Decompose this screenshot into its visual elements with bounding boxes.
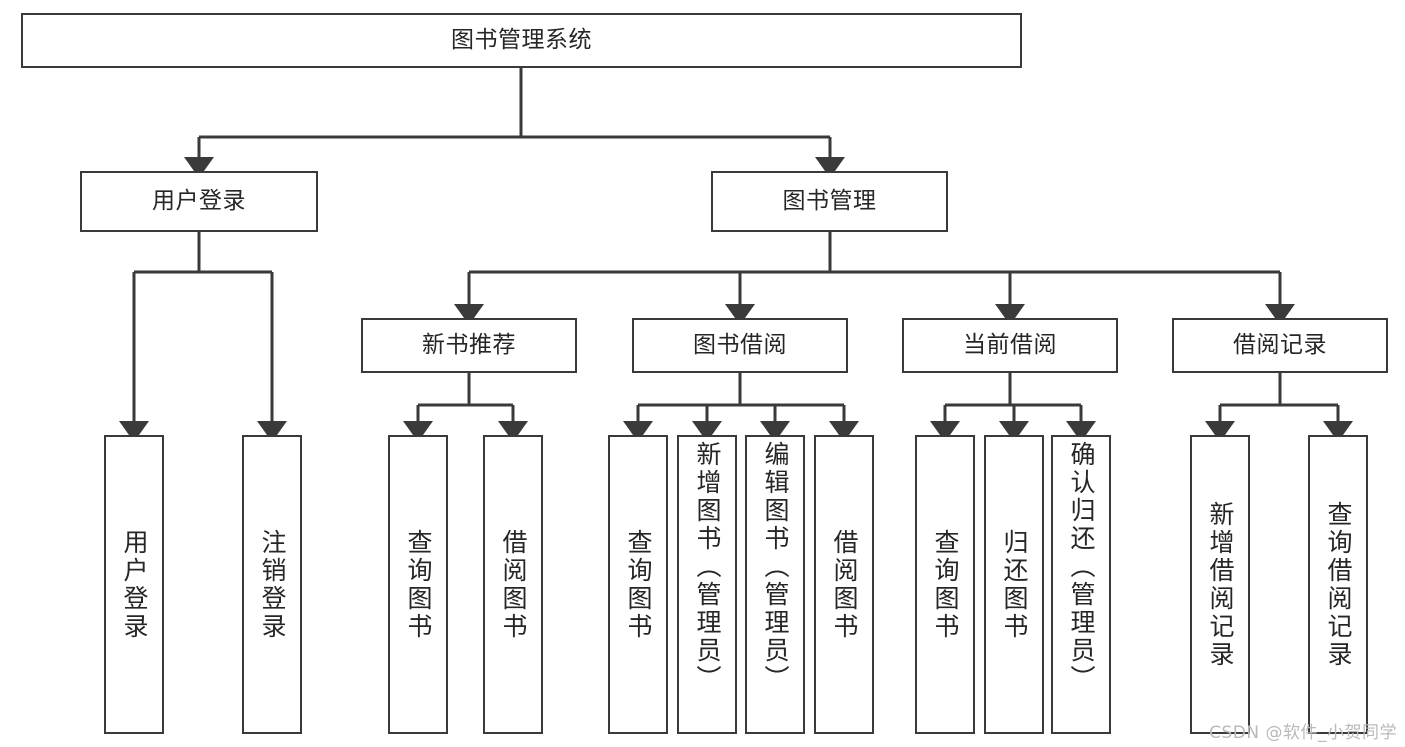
node-leaf-query-book-1[interactable]: 查询图书: [388, 435, 448, 734]
node-leaf-user-login-label: 用户登录: [120, 528, 149, 641]
node-leaf-borrow-book-2-label: 借阅图书: [830, 528, 859, 641]
watermark: CSDN @软件_小贺同学: [1209, 723, 1397, 743]
node-root[interactable]: 图书管理系统: [21, 13, 1022, 68]
node-user-login[interactable]: 用户登录: [80, 171, 318, 232]
node-leaf-add-book[interactable]: 新增图书（管理员）: [677, 435, 737, 734]
node-leaf-confirm-return[interactable]: 确认归还（管理员）: [1051, 435, 1111, 734]
node-current-borrow[interactable]: 当前借阅: [902, 318, 1118, 373]
node-leaf-edit-book-label: 编辑图书（管理员）: [761, 441, 790, 693]
node-new-book-recommend-label: 新书推荐: [422, 332, 516, 358]
node-leaf-confirm-return-label: 确认归还（管理员）: [1067, 441, 1096, 693]
node-leaf-query-book-3-label: 查询图书: [931, 528, 960, 641]
node-borrow-record[interactable]: 借阅记录: [1172, 318, 1388, 373]
node-root-label: 图书管理系统: [451, 27, 592, 53]
node-leaf-query-record-label: 查询借阅记录: [1324, 500, 1353, 669]
node-leaf-query-book-2[interactable]: 查询图书: [608, 435, 668, 734]
node-book-borrow-label: 图书借阅: [693, 332, 787, 358]
node-new-book-recommend[interactable]: 新书推荐: [361, 318, 577, 373]
node-book-borrow[interactable]: 图书借阅: [632, 318, 848, 373]
node-borrow-record-label: 借阅记录: [1233, 332, 1327, 358]
node-leaf-edit-book[interactable]: 编辑图书（管理员）: [745, 435, 805, 734]
node-leaf-query-book-2-label: 查询图书: [624, 528, 653, 641]
node-leaf-borrow-book-2[interactable]: 借阅图书: [814, 435, 874, 734]
node-user-login-label: 用户登录: [152, 188, 246, 214]
node-leaf-return-book[interactable]: 归还图书: [984, 435, 1044, 734]
node-book-manage[interactable]: 图书管理: [711, 171, 948, 232]
node-leaf-query-record[interactable]: 查询借阅记录: [1308, 435, 1368, 734]
node-leaf-borrow-book-1-label: 借阅图书: [499, 528, 528, 641]
node-current-borrow-label: 当前借阅: [963, 332, 1057, 358]
node-leaf-query-book-3[interactable]: 查询图书: [915, 435, 975, 734]
node-leaf-add-record[interactable]: 新增借阅记录: [1190, 435, 1250, 734]
node-leaf-query-book-1-label: 查询图书: [404, 528, 433, 641]
node-leaf-user-login[interactable]: 用户登录: [104, 435, 164, 734]
node-leaf-return-book-label: 归还图书: [1000, 528, 1029, 641]
node-leaf-borrow-book-1[interactable]: 借阅图书: [483, 435, 543, 734]
node-book-manage-label: 图书管理: [782, 188, 877, 214]
node-leaf-add-record-label: 新增借阅记录: [1206, 500, 1235, 669]
node-leaf-logout[interactable]: 注销登录: [242, 435, 302, 734]
node-leaf-logout-label: 注销登录: [258, 528, 287, 641]
node-leaf-add-book-label: 新增图书（管理员）: [693, 441, 722, 693]
